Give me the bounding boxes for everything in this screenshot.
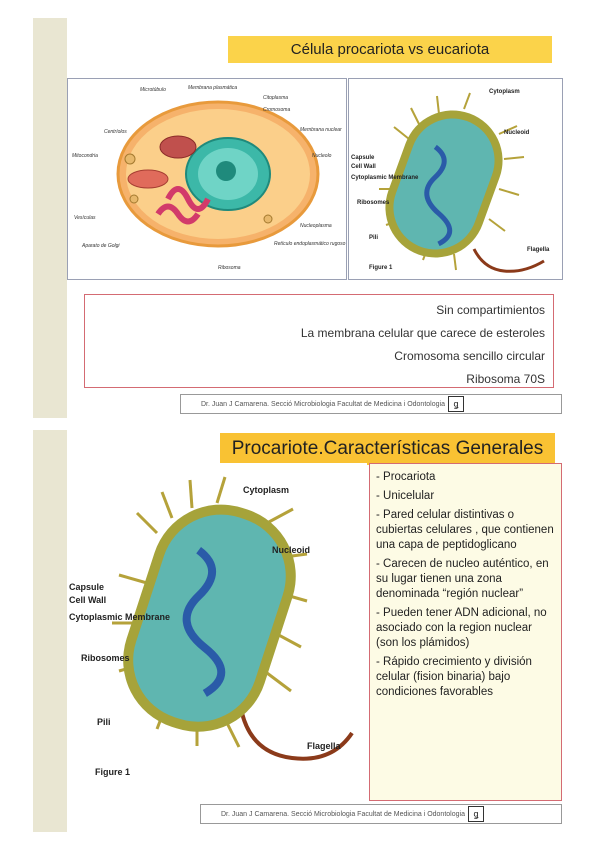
characteristic-item: - Unicelular <box>376 490 435 502</box>
prokaryotic-cell-image: Cytoplasm Nucleoid Capsule Cell Wall Cyt… <box>348 78 563 280</box>
euk-label: Citoplasma <box>263 95 288 101</box>
prok-label: Nucleoid <box>272 545 310 555</box>
prok-label: Nucleoid <box>504 130 530 136</box>
prok-label: Cytoplasmic Membrane <box>69 612 170 622</box>
footer-text: Dr. Juan J Camarena. Secció Microbiologi… <box>201 400 445 408</box>
prok-label: Ribosomes <box>357 200 390 206</box>
euk-label: Retículo endoplasmático rugoso <box>274 241 346 247</box>
prokaryotic-cell-large-image: Cytoplasm Nucleoid Capsule Cell Wall Cyt… <box>67 463 367 783</box>
slide-2-title: Procariote.Características Generales <box>220 433 555 465</box>
characteristic-item: - Procariota <box>376 471 436 483</box>
euk-label: Membrana nuclear <box>300 127 342 133</box>
euk-label: Ribosoma <box>218 265 241 271</box>
summary-box: Sin compartimientos La membrana celular … <box>84 294 554 388</box>
characteristic-item: - Carecen de nucleo auténtico, en su lug… <box>376 558 549 600</box>
prok-label: Cytoplasmic Membrane <box>351 175 419 181</box>
prok-label: Cytoplasm <box>489 89 520 95</box>
summary-line: Ribosoma 70S <box>466 372 545 386</box>
prok-label: Flagella <box>307 741 342 751</box>
prok-label: Pili <box>369 235 378 241</box>
characteristic-item: - Rápido crecimiento y división celular … <box>376 656 532 698</box>
prok-label: Cytoplasm <box>243 485 289 495</box>
slide-2: Procariote.Características Generales Cyt… <box>33 430 566 832</box>
euk-label: Vesículas <box>74 215 96 221</box>
slide-footer: Dr. Juan J Camarena. Secció Microbiologi… <box>180 394 562 414</box>
characteristics-box: - Procariota - Unicelular - Pared celula… <box>369 463 562 801</box>
euk-label: Microtúbulo <box>140 87 166 93</box>
slide-footer: Dr. Juan J Camarena. Secció Microbiologi… <box>200 804 562 824</box>
summary-line: Cromosoma sencillo circular <box>394 349 545 363</box>
euk-label: Nucleoplasma <box>300 223 332 229</box>
prok-label: Capsule <box>69 582 104 592</box>
characteristic-item: - Pueden tener ADN adicional, no asociad… <box>376 607 547 649</box>
logo-icon: ǥ <box>467 806 484 822</box>
logo-icon: ǥ <box>447 396 464 412</box>
summary-line: La membrana celular que carece de estero… <box>300 326 545 340</box>
prok-label: Figure 1 <box>369 265 393 271</box>
footer-text: Dr. Juan J Camarena. Secció Microbiologi… <box>221 810 465 818</box>
eukaryotic-cell-image: Microtúbulo Membrana plasmática Citoplas… <box>67 78 347 280</box>
euk-label: Membrana plasmática <box>188 85 237 91</box>
prok-label: Pili <box>97 717 111 727</box>
prok-label: Flagella <box>527 247 550 253</box>
euk-label: Nucleolo <box>312 153 332 159</box>
slide-stripe <box>33 430 67 832</box>
euk-label: Cromosoma <box>263 107 290 113</box>
euk-label: Centríolos <box>104 129 127 135</box>
prok-label: Capsule <box>351 155 375 161</box>
prok-label: Cell Wall <box>351 164 376 170</box>
characteristic-item: - Pared celular distintivas o cubiertas … <box>376 509 554 551</box>
slide-stripe <box>33 18 67 418</box>
prok-label: Cell Wall <box>69 595 106 605</box>
slide-1: Célula procariota vs eucariota Microtúbu… <box>33 18 566 418</box>
euk-label: Mitocondria <box>72 153 98 159</box>
euk-label: Aparato de Golgi <box>81 243 120 249</box>
summary-line: Sin compartimientos <box>436 303 545 317</box>
slide-1-title: Célula procariota vs eucariota <box>228 36 552 63</box>
prok-label: Figure 1 <box>95 767 130 777</box>
prok-label: Ribosomes <box>81 653 130 663</box>
